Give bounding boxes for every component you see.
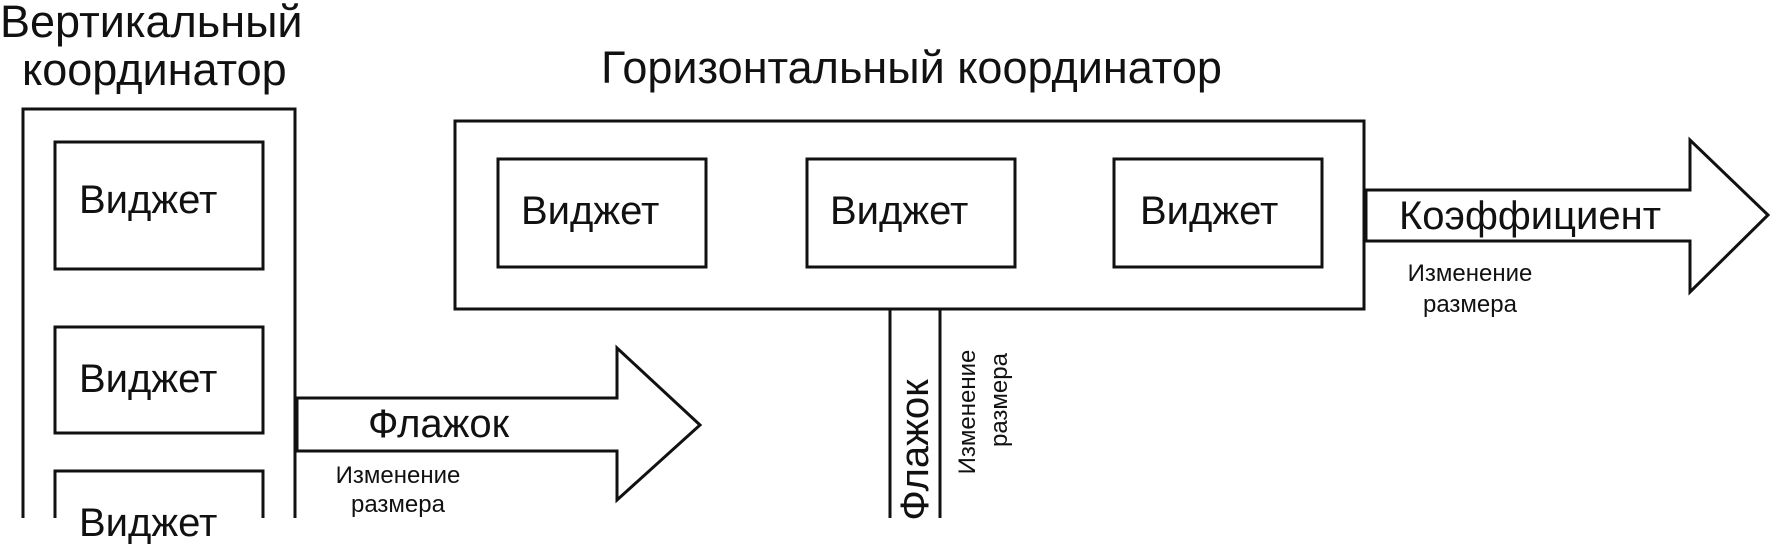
vertical-title-line1: Вертикальный	[0, 0, 303, 47]
vertical-widget-box-2	[53, 325, 265, 435]
resize-label-right-line2: размера	[351, 491, 445, 518]
vertical-widget-box-1	[53, 140, 265, 271]
horizontal-widget-label-2: Виджет	[830, 189, 969, 233]
resize-label-down-line1: Изменение	[954, 349, 982, 475]
resize-label-down-line2: размера	[986, 353, 1014, 447]
resize-label-coef-line2: размера	[1423, 291, 1517, 318]
vertical-widget-label-1: Виджет	[79, 178, 218, 222]
vertical-title-line2: координатор	[22, 44, 287, 95]
flag-label-down: Флажок	[893, 379, 937, 521]
diagram-shapes	[21, 107, 1771, 518]
resize-label-right-line1: Изменение	[335, 462, 461, 489]
horizontal-widget-label-3: Виджет	[1140, 189, 1279, 233]
resize-label-coef-line1: Изменение	[1407, 260, 1533, 287]
flag-arrow-right	[295, 344, 703, 504]
flag-arrow-down	[888, 307, 942, 518]
vertical-widget-label-3: Виджет	[79, 501, 218, 545]
coefficient-arrow-right	[1364, 136, 1771, 296]
flag-label-right: Флажок	[368, 402, 510, 446]
vertical-coordinator-box	[21, 107, 297, 518]
horizontal-widget-box-2	[805, 157, 1017, 269]
vertical-widget-label-2: Виджет	[79, 357, 218, 401]
horizontal-widget-label-1: Виджет	[521, 189, 660, 233]
vertical-widget-box-3	[53, 469, 265, 518]
horizontal-widget-box-1	[496, 157, 708, 269]
coefficient-label: Коэффициент	[1399, 194, 1662, 238]
horizontal-widget-box-3	[1112, 157, 1324, 269]
horizontal-title: Горизонтальный координатор	[601, 42, 1222, 93]
